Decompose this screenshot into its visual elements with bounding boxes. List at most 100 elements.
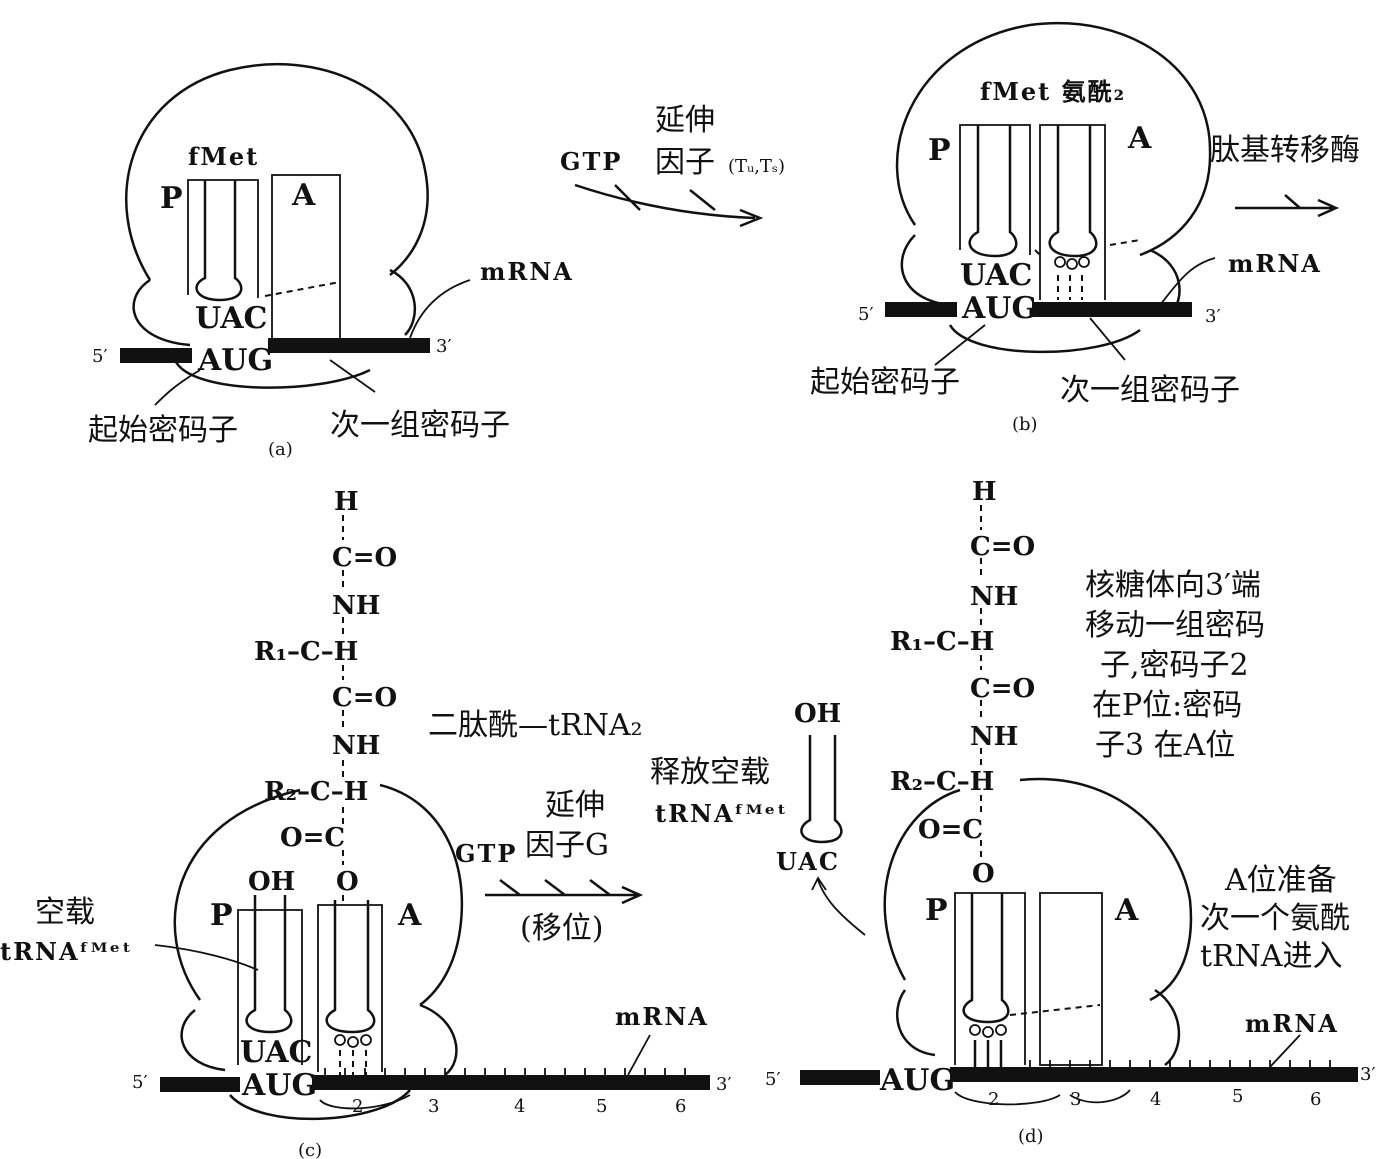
chain-o: O <box>336 867 359 897</box>
peptidyl-trna <box>325 900 376 1034</box>
panel-a: fMet P A UAC AUG mRNA 5′ 3′ 起始密码子 (a) 次一… <box>88 62 574 460</box>
base-pair-lines <box>339 1050 367 1075</box>
chain-r2: R₂–C–H <box>264 777 368 807</box>
panel-label: (b) <box>1012 414 1038 435</box>
anticodon-label: UAC <box>240 1035 312 1070</box>
codon-label: AUG <box>961 291 1037 326</box>
gtp-label: GTP <box>560 147 622 176</box>
five-prime-label: 5′ <box>92 346 108 367</box>
p-site-box <box>954 892 1026 1065</box>
panel-label: (d) <box>1018 1126 1044 1147</box>
released-anticodon: UAC <box>776 847 840 876</box>
mrna-strand-left <box>120 348 192 363</box>
mrna-connector <box>1034 239 1141 256</box>
codon-label: AUG <box>197 343 273 378</box>
p-site-label: P <box>210 898 233 933</box>
codon-anticodon-pairing <box>334 1034 372 1075</box>
elongation-arrow <box>574 183 764 228</box>
anticodon-label: UAC <box>195 301 267 336</box>
codon-number: 6 <box>1310 1089 1321 1110</box>
ribosome-small-subunit <box>896 988 1181 1066</box>
codon-number: 3 <box>1070 1089 1081 1110</box>
panel-d: H C=O NH R₁–C–H C=O NH R₂–C–H O=C O 核糖体向… <box>765 477 1376 1147</box>
dipeptide-label: 二肽酰—tRNA₂ <box>428 708 643 743</box>
ribosome-large-subunit <box>173 783 464 1006</box>
mrna-ticks <box>324 1068 686 1075</box>
gtp-label: GTP <box>455 839 517 868</box>
chain-r1: R₁–C–H <box>254 637 358 667</box>
codon-number: 5 <box>596 1096 607 1117</box>
released-oh: OH <box>794 699 841 729</box>
empty-label-pointer <box>154 944 259 971</box>
released-trna <box>800 735 843 844</box>
a-site-box <box>1039 892 1103 1066</box>
factor-line1: 延伸 <box>655 103 715 138</box>
mrna-pointer <box>1159 257 1216 306</box>
translocation-note: 子,密码子2 <box>1100 648 1249 683</box>
mrna-pointer <box>409 279 471 339</box>
mrna-label: mRNA <box>1245 1009 1339 1038</box>
mrna-strand-right <box>268 338 430 353</box>
ribosome-large-subunit <box>895 22 1212 257</box>
mrna-strand-left <box>885 302 957 317</box>
mrna-strand-left <box>800 1070 880 1085</box>
empty-label-line1: 空载 <box>35 895 95 930</box>
p-site-box <box>187 179 259 298</box>
mrna-connector <box>264 281 341 297</box>
start-codon-label: 起始密码子 <box>810 365 960 400</box>
next-codon-label: 次一组密码子 <box>330 408 510 443</box>
mrna-strand-left <box>160 1077 240 1092</box>
start-codon-pointer <box>154 369 201 406</box>
three-prime-label: 3′ <box>436 336 452 357</box>
translocation-note: 核糖体向3′端 <box>1085 568 1261 603</box>
a-site-note: tRNA进入 <box>1200 939 1343 974</box>
translocation-arrow <box>485 879 644 905</box>
codon-number: 4 <box>514 1096 525 1117</box>
ribosome-large-subunit <box>125 62 429 281</box>
base-pair-dot <box>347 1036 359 1048</box>
codon-number: 4 <box>1150 1089 1161 1110</box>
codon-anticodon-pairing <box>969 1024 1007 1068</box>
a-site-note: 次一个氨酰 <box>1200 901 1350 936</box>
ribosome-small-subunit <box>132 268 417 389</box>
three-prime-label: 3′ <box>716 1074 732 1095</box>
chain-oc: O=C <box>280 823 345 853</box>
release-arrow <box>811 876 866 936</box>
chain-co-1: C=O <box>970 532 1035 562</box>
chain-co-1: C=O <box>332 543 397 573</box>
base-pair-lines <box>973 1040 1003 1068</box>
codon-number: 2 <box>988 1089 999 1110</box>
panel-label: (a) <box>268 439 293 460</box>
enzyme-arrow <box>1235 194 1340 218</box>
anticodon-label: UAC <box>960 258 1032 293</box>
codon-number: 2 <box>352 1096 363 1117</box>
codon-bracket <box>319 1094 411 1110</box>
a-site-trna <box>1048 125 1098 258</box>
base-pair-lines <box>1057 275 1083 300</box>
p-site-trna <box>968 125 1018 258</box>
chain-h: H <box>334 487 359 517</box>
chain-nh-2: NH <box>970 722 1018 752</box>
three-prime-label: 3′ <box>1205 306 1221 327</box>
chain-nh-2: NH <box>332 731 380 761</box>
fmet-label: fMet <box>188 142 259 171</box>
next-codon-pointer <box>329 359 376 393</box>
a-site-label: A <box>1114 893 1139 928</box>
base-pair-dot <box>1066 258 1078 270</box>
enzyme-label: 肽基转移酶 <box>1210 133 1360 168</box>
chain-nh-1: NH <box>332 591 380 621</box>
peptidyl-trna <box>962 893 1010 1024</box>
codon-bracket <box>954 1089 1131 1106</box>
fmet-trna <box>195 180 243 302</box>
next-codon-pointer <box>1089 317 1126 361</box>
chain-o: O <box>972 859 995 889</box>
mrna-label: mRNA <box>480 257 574 286</box>
ribosome-large-subunit <box>883 777 1193 1002</box>
panel-b: fMet 氨酰₂ P A UAC AUG mRNA 5′ 3′ 起始密码子 次一… <box>810 22 1360 435</box>
mrna-label: mRNA <box>1228 249 1322 278</box>
translocation-note: 子3 在A位 <box>1095 728 1235 763</box>
a-site-label: A <box>1127 121 1152 156</box>
codon-number: 6 <box>675 1096 686 1117</box>
chain-r1: R₁–C–H <box>890 627 994 657</box>
mrna-pointer <box>627 1034 651 1076</box>
